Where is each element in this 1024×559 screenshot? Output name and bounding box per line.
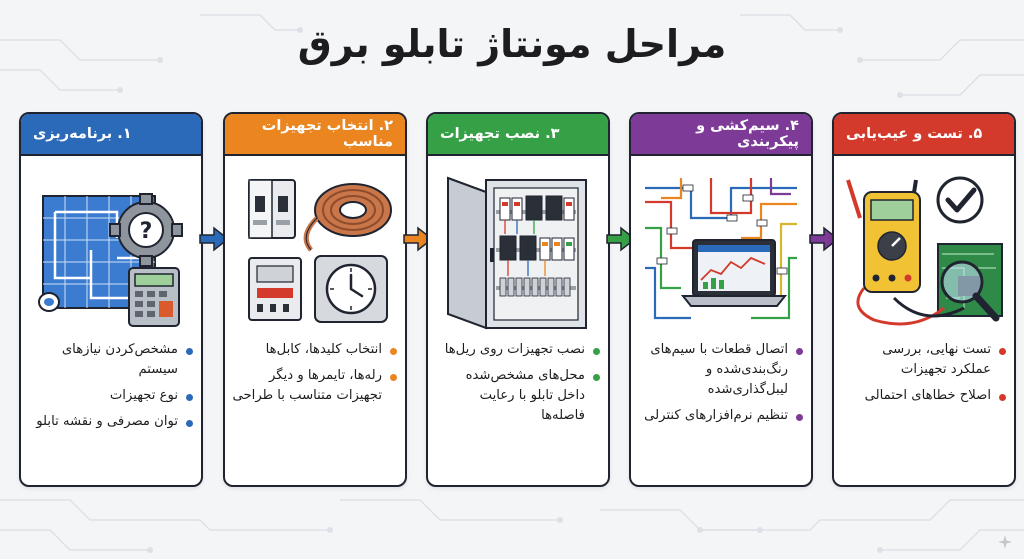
bullet-item: محل‌های مشخص‌شده داخل تابلو با رعایت فاص… bbox=[434, 366, 600, 426]
calculator-icon bbox=[128, 267, 180, 327]
cable-coil-icon bbox=[303, 183, 392, 252]
bullet-dot bbox=[186, 420, 193, 428]
multimeter-icon bbox=[846, 179, 965, 326]
step-title: ۴. سیم‌کشی و پیکربندی bbox=[696, 118, 799, 150]
bullet-dot bbox=[390, 374, 397, 382]
bullet-item: انتخاب کلیدها، کابل‌ها bbox=[231, 340, 397, 360]
step-card-planning: ۱. برنامه‌ریزی ? bbox=[19, 112, 203, 487]
checkmark-icon bbox=[936, 176, 984, 224]
bullet-item: تست نهایی، بررسی عملکرد تجهیزات bbox=[840, 340, 1006, 380]
step-bullets: انتخاب کلیدها، کابل‌ها رله‌ها، تایمرها و… bbox=[231, 340, 397, 412]
step-bullets: نصب تجهیزات روی ریل‌ها محل‌های مشخص‌شده … bbox=[434, 340, 600, 432]
step-title: ۱. برنامه‌ریزی bbox=[33, 126, 132, 142]
step-card-equipment-selection: ۲. انتخاب تجهیزات مناسب bbox=[223, 112, 407, 487]
bullet-dot bbox=[796, 348, 803, 355]
step-title: ۲. انتخاب تجهیزات مناسب bbox=[261, 118, 393, 150]
bullet-item: تنظیم نرم‌افزارهای کنترلی bbox=[637, 406, 803, 426]
sparkle-icon bbox=[998, 535, 1012, 549]
bullet-item: نصب تجهیزات روی ریل‌ها bbox=[434, 340, 600, 360]
contactor-icon bbox=[248, 257, 302, 321]
planning-illustration: ? bbox=[38, 193, 183, 327]
bullet-dot bbox=[999, 348, 1006, 355]
bullet-dot bbox=[999, 394, 1006, 402]
arrow-right-icon bbox=[809, 226, 840, 252]
question-gear-icon: ? bbox=[109, 193, 183, 267]
testing-illustration bbox=[846, 176, 1003, 326]
step-card-installation: ۳. نصب تجهیزات bbox=[426, 112, 610, 487]
step-bullets: تست نهایی، بررسی عملکرد تجهیزات اصلاح خط… bbox=[840, 340, 1006, 412]
step-header: ۴. سیم‌کشی و پیکربندی bbox=[631, 114, 811, 156]
step-card-wiring: ۴. سیم‌کشی و پیکربندی bbox=[629, 112, 813, 487]
arrow-right-icon bbox=[606, 226, 637, 252]
timer-clock-icon bbox=[314, 255, 388, 323]
bullet-dot bbox=[593, 374, 600, 382]
step-bullets: اتصال قطعات با سیم‌های رنگ‌بندی‌شده و لی… bbox=[637, 340, 803, 432]
bullet-item: مشخص‌کردن نیازهای سیستم bbox=[27, 340, 193, 380]
bullet-dot bbox=[390, 348, 397, 355]
step-header: ۵. تست و عیب‌یابی bbox=[834, 114, 1014, 156]
arrow-right-icon bbox=[403, 226, 434, 252]
page-title: مراحل مونتاژ تابلو برق bbox=[297, 22, 727, 66]
bullet-dot bbox=[186, 394, 193, 402]
magnifier-icon bbox=[940, 260, 1000, 322]
svg-text:?: ? bbox=[140, 219, 153, 244]
equipment-illustration bbox=[248, 179, 392, 323]
step-header: ۲. انتخاب تجهیزات مناسب bbox=[225, 114, 405, 156]
bullet-item: اتصال قطعات با سیم‌های رنگ‌بندی‌شده و لی… bbox=[637, 340, 803, 400]
bullet-item: رله‌ها، تایمرها و دیگر تجهیزات متناسب با… bbox=[231, 366, 397, 406]
step-header: ۳. نصب تجهیزات bbox=[428, 114, 608, 156]
installation-illustration bbox=[447, 176, 587, 330]
bullet-item: اصلاح خطاهای احتمالی bbox=[840, 386, 1006, 406]
bullet-dot bbox=[186, 348, 193, 355]
arrow-right-icon bbox=[199, 226, 230, 252]
step-bullets: مشخص‌کردن نیازهای سیستم نوع تجهیزات توان… bbox=[27, 340, 193, 438]
step-title: ۳. نصب تجهیزات bbox=[440, 126, 560, 142]
circuit-breaker-icon bbox=[248, 179, 296, 239]
panel-cabinet-icon bbox=[447, 176, 587, 330]
laptop-icon bbox=[680, 239, 788, 307]
step-header: ۱. برنامه‌ریزی bbox=[21, 114, 201, 156]
bullet-dot bbox=[796, 414, 803, 422]
wiring-illustration bbox=[645, 178, 797, 320]
step-card-testing: ۵. تست و عیب‌یابی bbox=[832, 112, 1016, 487]
step-title: ۵. تست و عیب‌یابی bbox=[846, 126, 983, 142]
bullet-dot bbox=[593, 348, 600, 355]
bullet-item: نوع تجهیزات bbox=[27, 386, 193, 406]
bullet-item: توان مصرفی و نقشه تابلو bbox=[27, 412, 193, 432]
